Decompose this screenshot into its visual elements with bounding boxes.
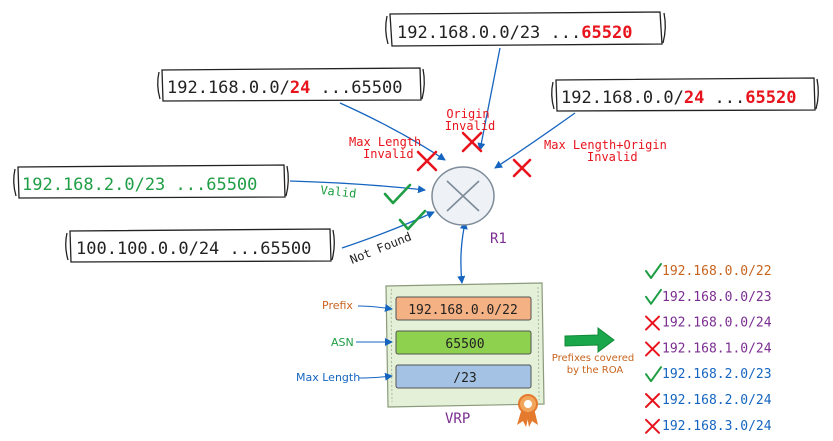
svg-text:192.168.0.0/23 ...65520: 192.168.0.0/23 ...65520	[397, 23, 632, 43]
coverage-item: 192.168.3.0/24	[645, 418, 772, 434]
cross-icon	[416, 150, 438, 172]
coverage-item: 192.168.0.0/24	[645, 315, 772, 331]
coverage-item: 192.168.1.0/24	[645, 341, 772, 357]
svg-text:192.168.0.0/24 ...65500: 192.168.0.0/24 ...65500	[167, 78, 402, 98]
arrow-valid	[289, 180, 426, 194]
vrp-maxlen-value: /23	[453, 371, 476, 386]
announcement-top-sep: ...	[540, 23, 581, 43]
cross-icon	[645, 315, 660, 331]
check-icon	[645, 263, 662, 279]
arrow-router-vrp	[457, 221, 468, 284]
announcement-mid-right-asn: 65520	[745, 88, 796, 108]
cross-icon	[645, 418, 660, 434]
router-r1: R1	[431, 166, 507, 247]
announcement-mid-left-asn: ...65500	[310, 78, 402, 98]
check-icon	[398, 209, 427, 231]
status-not-found: Not Found	[348, 209, 427, 267]
announcement-top-asn: 65520	[581, 23, 632, 43]
status-max-length-origin-invalid: Max Length+Origin Invalid	[512, 138, 667, 178]
announcement-valid: 192.168.2.0/23 ...65500	[13, 164, 289, 199]
check-icon	[645, 288, 662, 305]
arrow-not-found	[341, 211, 435, 249]
coverage-item-prefix: 192.168.3.0/24	[662, 419, 772, 434]
announcement-not-found: 100.100.0.0/24 ...65500	[65, 228, 335, 263]
coverage-item: 192.168.2.0/23	[645, 366, 772, 383]
arrows	[289, 47, 576, 284]
cross-icon	[645, 341, 660, 357]
announcement-top-prefix: 192.168.0.0/23	[397, 23, 540, 43]
announcement-mid-left-len: 24	[290, 78, 310, 98]
cross-icon	[645, 393, 660, 408]
both-invalid-line2: Invalid	[587, 150, 638, 164]
vrp-maxlen-field	[395, 364, 532, 389]
origin-invalid-line2: Invalid	[445, 119, 496, 133]
announcement-mid-right-sep: ...	[704, 88, 745, 108]
announcement-valid-text: 192.168.2.0/23 ...65500	[22, 175, 257, 195]
vrp-prefix-label: Prefix	[322, 299, 353, 312]
announcement-mid-right: 192.168.0.0/24 ...65520	[551, 77, 819, 112]
status-origin-invalid: Origin Invalid	[445, 107, 496, 153]
vrp-prefix-value: 192.168.0.0/22	[408, 303, 518, 318]
coverage-list: 192.168.0.0/22 192.168.0.0/23 192.168.0.0/…	[645, 263, 772, 434]
announcement-not-found-text: 100.100.0.0/24 ...65500	[76, 239, 311, 259]
vrp-asn-label: ASN	[331, 336, 354, 349]
coverage-item: 192.168.0.0/23	[645, 288, 772, 305]
cross-icon	[512, 158, 532, 178]
seal-icon	[517, 394, 538, 427]
vrp-maxlen-label: Max Length	[296, 371, 360, 384]
svg-text:192.168.0.0/24 ...65520: 192.168.0.0/24 ...65520	[561, 88, 796, 108]
status-max-length-invalid: Max Length Invalid	[349, 135, 438, 172]
arrow-mid-right	[494, 112, 576, 169]
coverage-item-prefix: 192.168.1.0/24	[662, 341, 772, 356]
router-label: R1	[490, 231, 507, 247]
vrp-document: 192.168.0.0/22 65500 /23 VRP	[385, 282, 545, 427]
max-length-invalid-line2: Invalid	[363, 147, 414, 161]
coverage-arrow: Prefixes covered by the ROA	[552, 327, 634, 376]
vrp-prefix-field	[395, 296, 532, 321]
cross-icon	[461, 131, 483, 153]
announcement-mid-left-prefix: 192.168.0.0/	[167, 78, 290, 98]
vrp-asn-field	[395, 330, 532, 355]
vrp-labels: Prefix ASN Max Length	[296, 299, 393, 384]
coverage-item: 192.168.2.0/24	[645, 393, 772, 408]
announcement-mid-right-prefix: 192.168.0.0/	[561, 88, 684, 108]
announcement-top: 192.168.0.0/23 ...65520	[385, 11, 666, 47]
check-icon	[645, 366, 662, 383]
status-valid: Valid	[320, 183, 412, 205]
announcement-mid-right-len: 24	[684, 88, 704, 108]
both-invalid-line1: Max Length+Origin	[544, 138, 667, 152]
arrow-top	[477, 47, 501, 151]
max-length-invalid-line1: Max Length	[349, 135, 421, 149]
coverage-caption-line1: Prefixes covered	[552, 353, 634, 364]
check-icon	[383, 183, 412, 205]
coverage-item-prefix: 192.168.0.0/23	[662, 290, 772, 305]
announcement-mid-left: 192.168.0.0/24 ...65500	[157, 67, 425, 102]
coverage-item-prefix: 192.168.2.0/23	[662, 367, 772, 382]
not-found-label: Not Found	[348, 229, 414, 266]
coverage-item-prefix: 192.168.2.0/24	[662, 393, 772, 408]
origin-invalid-line1: Origin	[446, 107, 489, 121]
coverage-caption-line2: by the ROA	[567, 365, 624, 376]
coverage-item-prefix: 192.168.0.0/24	[662, 316, 772, 331]
vrp-asn-value: 65500	[445, 337, 484, 352]
coverage-item-prefix: 192.168.0.0/22	[662, 264, 772, 279]
vrp-title: VRP	[445, 411, 470, 427]
coverage-item: 192.168.0.0/22	[645, 263, 772, 279]
valid-label: Valid	[320, 183, 357, 201]
